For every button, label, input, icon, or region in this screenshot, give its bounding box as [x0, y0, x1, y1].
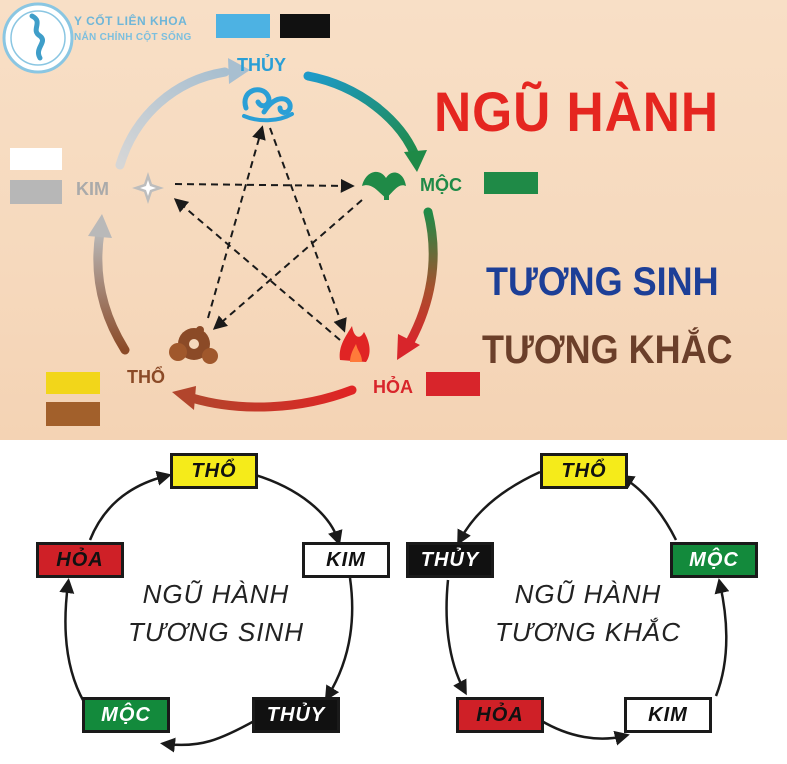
- sinh-box-thuy: THỦY: [252, 697, 340, 733]
- khac-box-thuy: THỦY: [406, 542, 494, 578]
- label-moc: MỘC: [420, 175, 462, 195]
- fire-flame-icon: [339, 326, 370, 362]
- khac-ring: [445, 470, 730, 746]
- arrow-tho-to-kim: [93, 227, 130, 355]
- page-title: NGŨ HÀNH: [434, 80, 719, 143]
- arrow-moc-to-hoa: [405, 207, 438, 347]
- khac-center-line2: TƯƠNG KHẮC: [494, 617, 682, 647]
- subtitle-tuong-sinh: TƯƠNG SINH: [486, 260, 719, 304]
- logo-tagline: NẮN CHỈNH CỘT SỐNG: [74, 32, 192, 43]
- arrow-thuy-to-moc: [303, 71, 420, 160]
- sinh-box-tho: THỔ: [170, 453, 258, 489]
- water-wave-icon: [242, 87, 294, 123]
- arrow-head-thuy: [228, 58, 250, 84]
- khac-center-line1: NGŨ HÀNH: [514, 579, 662, 609]
- khac-box-tho: THỔ: [540, 453, 628, 489]
- dash-tho-to-thuy: [207, 125, 266, 319]
- swatch-thuy-1: [216, 14, 270, 38]
- swatch-tho-2: [46, 402, 100, 426]
- khac-box-hoa: HỎA: [456, 697, 544, 733]
- label-hoa: HỎA: [373, 377, 413, 397]
- arrow-kim-to-thuy: [115, 67, 230, 170]
- label-thuy: THỦY: [237, 55, 286, 75]
- dash-kim-to-moc: [174, 178, 355, 193]
- arrow-head-tho: [172, 386, 196, 410]
- khac-box-moc: MỘC: [670, 542, 758, 578]
- earth-rock-icon: [169, 326, 218, 364]
- swatch-hoa-1: [426, 372, 480, 396]
- subtitle-tuong-khac: TƯƠNG KHẮC: [482, 328, 733, 372]
- arrow-head-moc: [404, 150, 427, 172]
- arrow-hoa-to-tho: [187, 385, 357, 412]
- metal-star-icon: [132, 172, 164, 204]
- tree-leaf-icon: [362, 171, 406, 200]
- logo-brand-name: Y CỐT LIÊN KHOA: [74, 14, 188, 28]
- swatch-moc-1: [484, 172, 538, 194]
- brand-logo-icon: [2, 2, 74, 74]
- top-panel: [0, 0, 787, 440]
- swatch-thuy-2: [280, 14, 330, 38]
- arrow-head-hoa: [397, 334, 420, 360]
- sinh-center-line1: NGŨ HÀNH: [142, 579, 290, 609]
- ngu-hanh-wheel-diagram: [2, 2, 438, 412]
- khac-box-kim: KIM: [624, 697, 712, 733]
- sinh-ring: [59, 470, 354, 753]
- swatch-tho-1: [46, 372, 100, 394]
- swatch-kim-1: [10, 148, 62, 170]
- sinh-box-moc: MỘC: [82, 697, 170, 733]
- sinh-center-line2: TƯƠNG SINH: [128, 617, 304, 647]
- sinh-box-kim: KIM: [302, 542, 390, 578]
- dash-moc-to-tho: [212, 199, 363, 330]
- swatch-kim-2: [10, 180, 62, 204]
- label-tho: THỔ: [127, 367, 165, 387]
- label-kim: KIM: [76, 179, 109, 199]
- arrow-head-kim: [88, 214, 112, 238]
- sinh-box-hoa: HỎA: [36, 542, 124, 578]
